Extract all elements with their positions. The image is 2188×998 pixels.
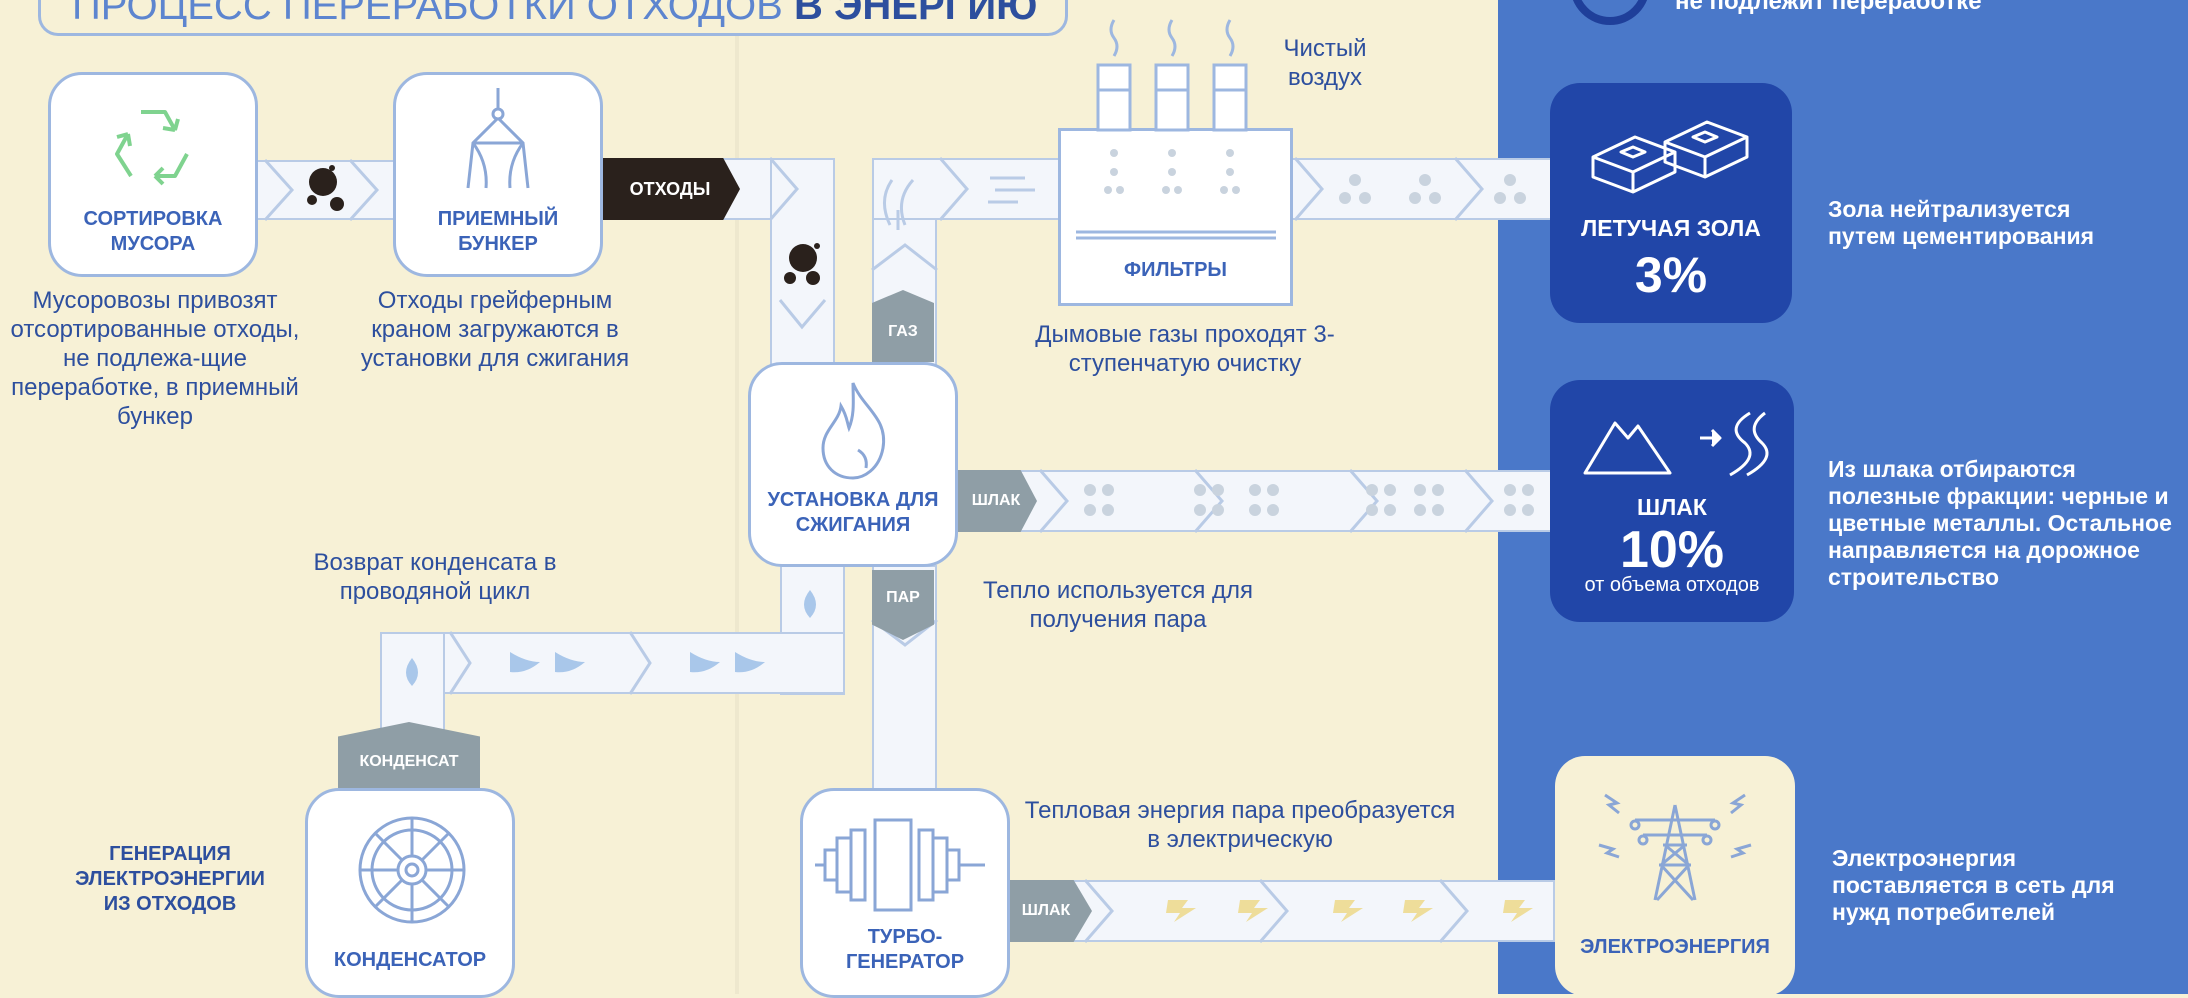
fly-ash-note: Зола нейтрализуется путем цементирования [1828,196,2095,249]
flame-icon [821,382,886,480]
fan-wheel-icon [358,816,466,924]
electricity-card [1555,756,1795,996]
slag-card [1550,380,1794,622]
tag-slag-electric: ШЛАК [1000,880,1092,942]
turbo-node [800,788,1010,998]
page-title: ПРОЦЕСС ПЕРЕРАБОТКИ ОТХОДОВ В ЭНЕРГИЮ [72,0,1037,26]
fly-ash-value: 3% [1634,247,1708,303]
grab-claw-icon [466,88,530,189]
sorting-label: СОРТИРОВКА МУСОРА [83,208,223,255]
filters-node [1058,128,1293,306]
recycle-icon [115,110,189,186]
top-right-text: не подлежит переработке [1675,0,1982,15]
brick-icon [1591,120,1749,194]
page-title-main: ПРОЦЕСС ПЕРЕРАБОТКИ ОТХОДОВ [72,0,794,28]
bunker-label: ПРИЕМНЫЙ БУНКЕР [437,208,559,255]
condensate-return-caption: Возврат конденсата в проводяной цикл [313,549,557,605]
factory-chimneys-icon [1076,19,1276,240]
tag-condensate: КОНДЕНСАТ [338,722,480,788]
slag-value: 10% [1619,521,1725,579]
incinerator-label: УСТАНОВКА ДЛЯ СЖИГАНИЯ [767,489,939,536]
bunker-caption: Отходы грейферным краном загружаются в у… [360,287,630,372]
title-box [38,0,1068,36]
turbine-icon [815,818,985,912]
slag-label: ШЛАК [1637,494,1707,520]
slag-sub: от объема отходов [1584,574,1760,596]
fly-ash-label: ЛЕТУЧАЯ ЗОЛА [1581,215,1761,241]
slag-note: Из шлака отбираются полезные фракции: че… [1828,456,2172,590]
generation-caption: ГЕНЕРАЦИЯ ЭЛЕКТРОЭНЕРГИИ ИЗ ОТХОДОВ [75,843,265,915]
condenser-label: КОНДЕНСАТОР [333,949,487,971]
pipe-slag [955,470,1555,532]
electricity-note: Электроэнергия поставляется в сеть для н… [1832,845,2115,925]
fly-ash-card [1550,83,1792,323]
filters-label: ФИЛЬТРЫ [1124,259,1227,281]
page-title-accent: В ЭНЕРГИЮ [793,0,1038,28]
tag-waste: ОТХОДЫ [600,158,740,220]
mountain-road-icon [1583,411,1769,477]
electricity-label: ЭЛЕКТРОЭНЕРГИЯ [1580,936,1770,958]
tag-slag: ШЛАК [955,470,1037,532]
sorting-caption: Мусоровозы привозят отсортированные отхо… [10,287,300,430]
sorting-node [48,72,258,277]
thermal-caption: Тепловая энергия пара преобразуется в эл… [1024,797,1456,853]
filters-caption: Дымовые газы проходят 3-ступенчатую очис… [1035,321,1335,377]
heat-caption: Тепло используется для получения пара [982,577,1254,633]
tag-steam: ПАР [872,570,934,640]
clean-air-caption: Чистый воздух [1283,35,1367,91]
condenser-node [305,788,515,998]
tag-gas: ГАЗ [872,290,934,362]
turbo-label: ТУРБО-ГЕНЕРАТОР [845,926,965,973]
power-tower-icon [1598,793,1752,902]
